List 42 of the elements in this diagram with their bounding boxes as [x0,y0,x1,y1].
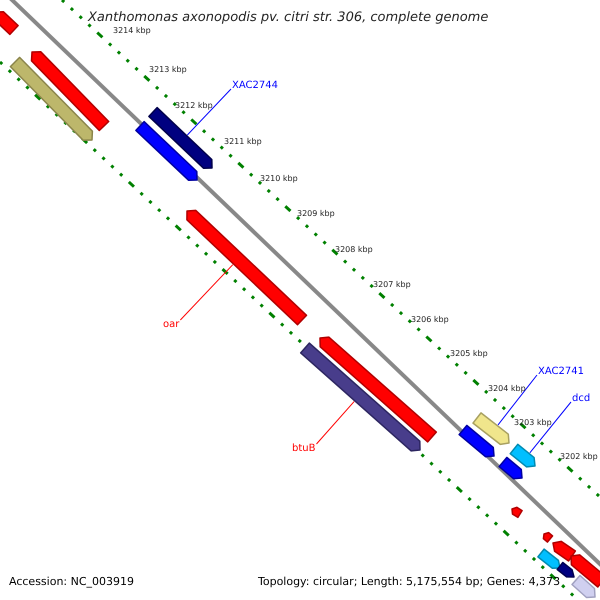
scale-label: 3212 kbp [175,102,213,110]
leader-line [180,264,234,320]
scale-label: 3204 kbp [488,385,526,393]
scale-label: 3214 kbp [113,27,151,35]
gene-label: dcd [572,394,590,404]
gene-segment [571,574,596,598]
scale-label: 3211 kbp [224,138,262,146]
footer-text: Topology: circular; Length: 5,175,554 bp; Genes: 4,373 [258,576,560,587]
scale-label: 3203 kbp [514,419,552,427]
gene-segment [319,336,438,443]
gene-segment [537,548,561,569]
leader-line [316,401,355,444]
gene-segment [570,554,600,588]
gene-segment [509,444,536,468]
gene-segment [30,51,110,132]
gene-segment [552,540,576,562]
gene-segment [135,120,198,181]
footer-text: Accession: NC_003919 [9,576,134,587]
scale-label: 3209 kbp [297,210,335,218]
scale-label: 3205 kbp [450,350,488,358]
scale-label: 3208 kbp [335,246,373,254]
gene-label: XAC2744 [232,81,278,91]
gene-segment [472,412,510,446]
title: Xanthomonas axonopodis pv. citri str. 306, complete genome [88,11,488,24]
scale-label: 3206 kbp [411,316,449,324]
leader-line [529,402,572,454]
gene-segment [542,532,554,543]
gene-segment [556,562,575,578]
scale-label: 3213 kbp [149,66,187,74]
gene-segment [458,424,495,458]
scale-label: 3202 kbp [560,453,598,461]
gene-label: XAC2741 [538,367,584,377]
scale-label: 3207 kbp [373,281,411,289]
gene-segment [10,56,94,142]
gene-segment [498,456,523,480]
leader-line [186,88,232,136]
gene-label: btuB [292,444,316,454]
scale-label: 3210 kbp [260,175,298,183]
gene-segment [511,506,523,518]
gene-segment [0,11,19,36]
leader-line [498,374,538,426]
gene-label: oar [163,320,180,330]
